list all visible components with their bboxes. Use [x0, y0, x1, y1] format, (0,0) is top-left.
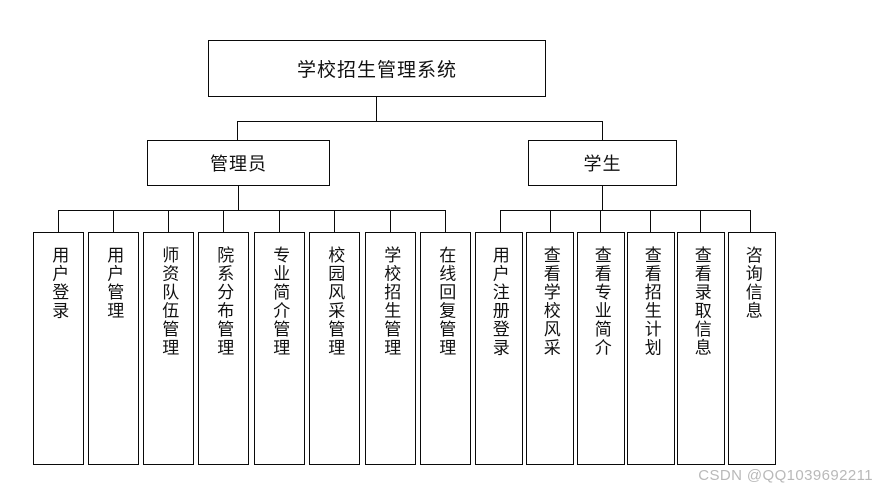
connector-admin-stem	[238, 186, 240, 211]
node-leaf-admin-8[interactable]: 在线回复管理	[420, 232, 471, 465]
node-leaf-student-5[interactable]: 查看录取信息	[677, 232, 725, 465]
node-leaf-admin-3-label: 师资队伍管理	[159, 246, 179, 357]
connector-student-drop-1	[500, 210, 502, 233]
connector-student-drop-2	[550, 210, 552, 233]
node-leaf-student-2[interactable]: 查看学校风采	[526, 232, 574, 465]
node-leaf-admin-8-label: 在线回复管理	[436, 246, 456, 357]
connector-to-admin	[237, 121, 239, 141]
node-leaf-admin-2[interactable]: 用户管理	[88, 232, 139, 465]
connector-student-drop-6	[750, 210, 752, 233]
connector-admin-drop-4	[223, 210, 225, 233]
connector-admin-drop-1	[58, 210, 60, 233]
node-root-label: 学校招生管理系统	[296, 60, 457, 81]
node-leaf-admin-1-label: 用户登录	[49, 246, 69, 320]
connector-admin-drop-3	[168, 210, 170, 233]
node-student[interactable]: 学生	[528, 140, 677, 186]
connector-admin-drop-2	[113, 210, 115, 233]
node-leaf-student-6[interactable]: 咨询信息	[728, 232, 776, 465]
connector-student-stem	[602, 186, 604, 211]
connector-admin-drop-5	[279, 210, 281, 233]
connector-admin-bus	[58, 210, 445, 212]
node-leaf-admin-1[interactable]: 用户登录	[33, 232, 84, 465]
node-root[interactable]: 学校招生管理系统	[208, 40, 546, 97]
node-leaf-admin-4-label: 院系分布管理	[214, 246, 234, 357]
node-leaf-student-2-label: 查看学校风采	[540, 246, 560, 357]
connector-student-drop-4	[650, 210, 652, 233]
node-leaf-student-3[interactable]: 查看专业简介	[577, 232, 625, 465]
node-student-label: 学生	[583, 154, 622, 174]
connector-admin-drop-8	[445, 210, 447, 233]
node-leaf-student-1-label: 用户注册登录	[489, 246, 509, 357]
connector-student-drop-5	[700, 210, 702, 233]
node-leaf-admin-6[interactable]: 校园风采管理	[309, 232, 360, 465]
node-leaf-admin-3[interactable]: 师资队伍管理	[143, 232, 194, 465]
node-leaf-admin-2-label: 用户管理	[104, 246, 124, 320]
node-leaf-admin-4[interactable]: 院系分布管理	[198, 232, 249, 465]
node-leaf-student-6-label: 咨询信息	[742, 246, 762, 320]
node-leaf-student-3-label: 查看专业简介	[591, 246, 611, 357]
connector-root-stem	[376, 96, 378, 122]
node-leaf-student-5-label: 查看录取信息	[691, 246, 711, 357]
connector-admin-drop-7	[390, 210, 392, 233]
node-leaf-admin-5-label: 专业简介管理	[270, 246, 290, 357]
node-leaf-admin-7[interactable]: 学校招生管理	[365, 232, 416, 465]
node-leaf-admin-7-label: 学校招生管理	[381, 246, 401, 357]
node-leaf-student-1[interactable]: 用户注册登录	[475, 232, 523, 465]
node-leaf-admin-5[interactable]: 专业简介管理	[254, 232, 305, 465]
connector-student-bus	[500, 210, 750, 212]
connector-admin-drop-6	[334, 210, 336, 233]
connector-level1-bus	[237, 121, 603, 123]
node-leaf-admin-6-label: 校园风采管理	[325, 246, 345, 357]
node-leaf-student-4-label: 查看招生计划	[641, 246, 661, 357]
node-leaf-student-4[interactable]: 查看招生计划	[627, 232, 675, 465]
watermark: CSDN @QQ1039692211	[698, 467, 873, 484]
connector-student-drop-3	[600, 210, 602, 233]
node-admin-label: 管理员	[210, 154, 267, 174]
node-admin[interactable]: 管理员	[147, 140, 330, 186]
connector-to-student	[602, 121, 604, 141]
